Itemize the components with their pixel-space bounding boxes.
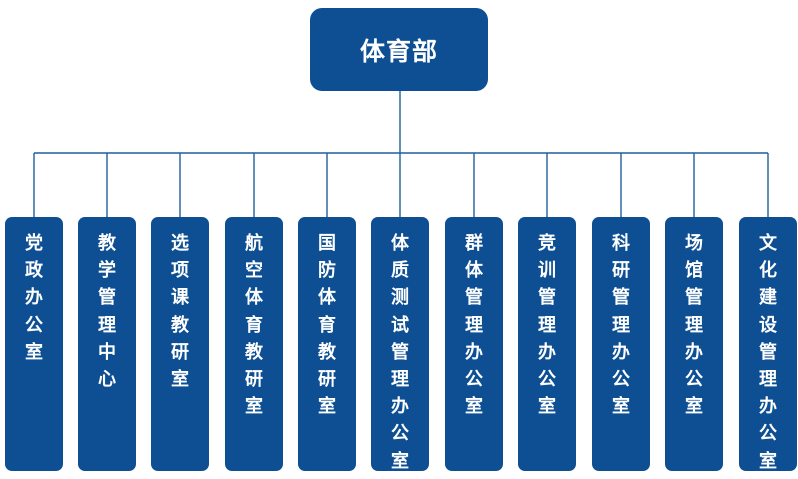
department-label: 群体管理办公室 [465,233,483,418]
root-node-box: 体育部 [310,8,488,91]
department-label: 选项课教研室 [171,233,189,391]
department-label: 场馆管理办公室 [685,233,703,418]
department-box-mass-sports: 群体管理办公室 [445,217,503,471]
department-label: 教学管理中心 [98,233,116,391]
department-box-elective-course: 选项课教研室 [151,217,209,471]
department-label: 国防体育教研室 [318,233,336,418]
root-node-label: 体育部 [359,36,438,66]
department-box-defense-sports: 国防体育教研室 [298,217,356,471]
department-box-competition-training: 竞训管理办公室 [518,217,576,471]
department-box-party-office: 党政办公室 [5,217,63,471]
department-box-venue: 场馆管理办公室 [665,217,723,471]
department-box-culture-building: 文化建设管理办公室 [739,217,797,472]
department-label: 党政办公室 [25,233,43,363]
department-label: 航空体育教研室 [245,233,263,418]
department-label: 竞训管理办公室 [538,233,556,418]
department-box-research: 科研管理办公室 [592,217,650,471]
department-box-teaching-center: 教学管理中心 [78,217,136,471]
department-label: 体质测试管理办公室 [391,233,409,472]
department-label: 科研管理办公室 [612,233,630,418]
department-label: 文化建设管理办公室 [759,233,777,472]
department-box-aviation-sports: 航空体育教研室 [225,217,283,471]
department-box-fitness-testing: 体质测试管理办公室 [371,217,429,472]
